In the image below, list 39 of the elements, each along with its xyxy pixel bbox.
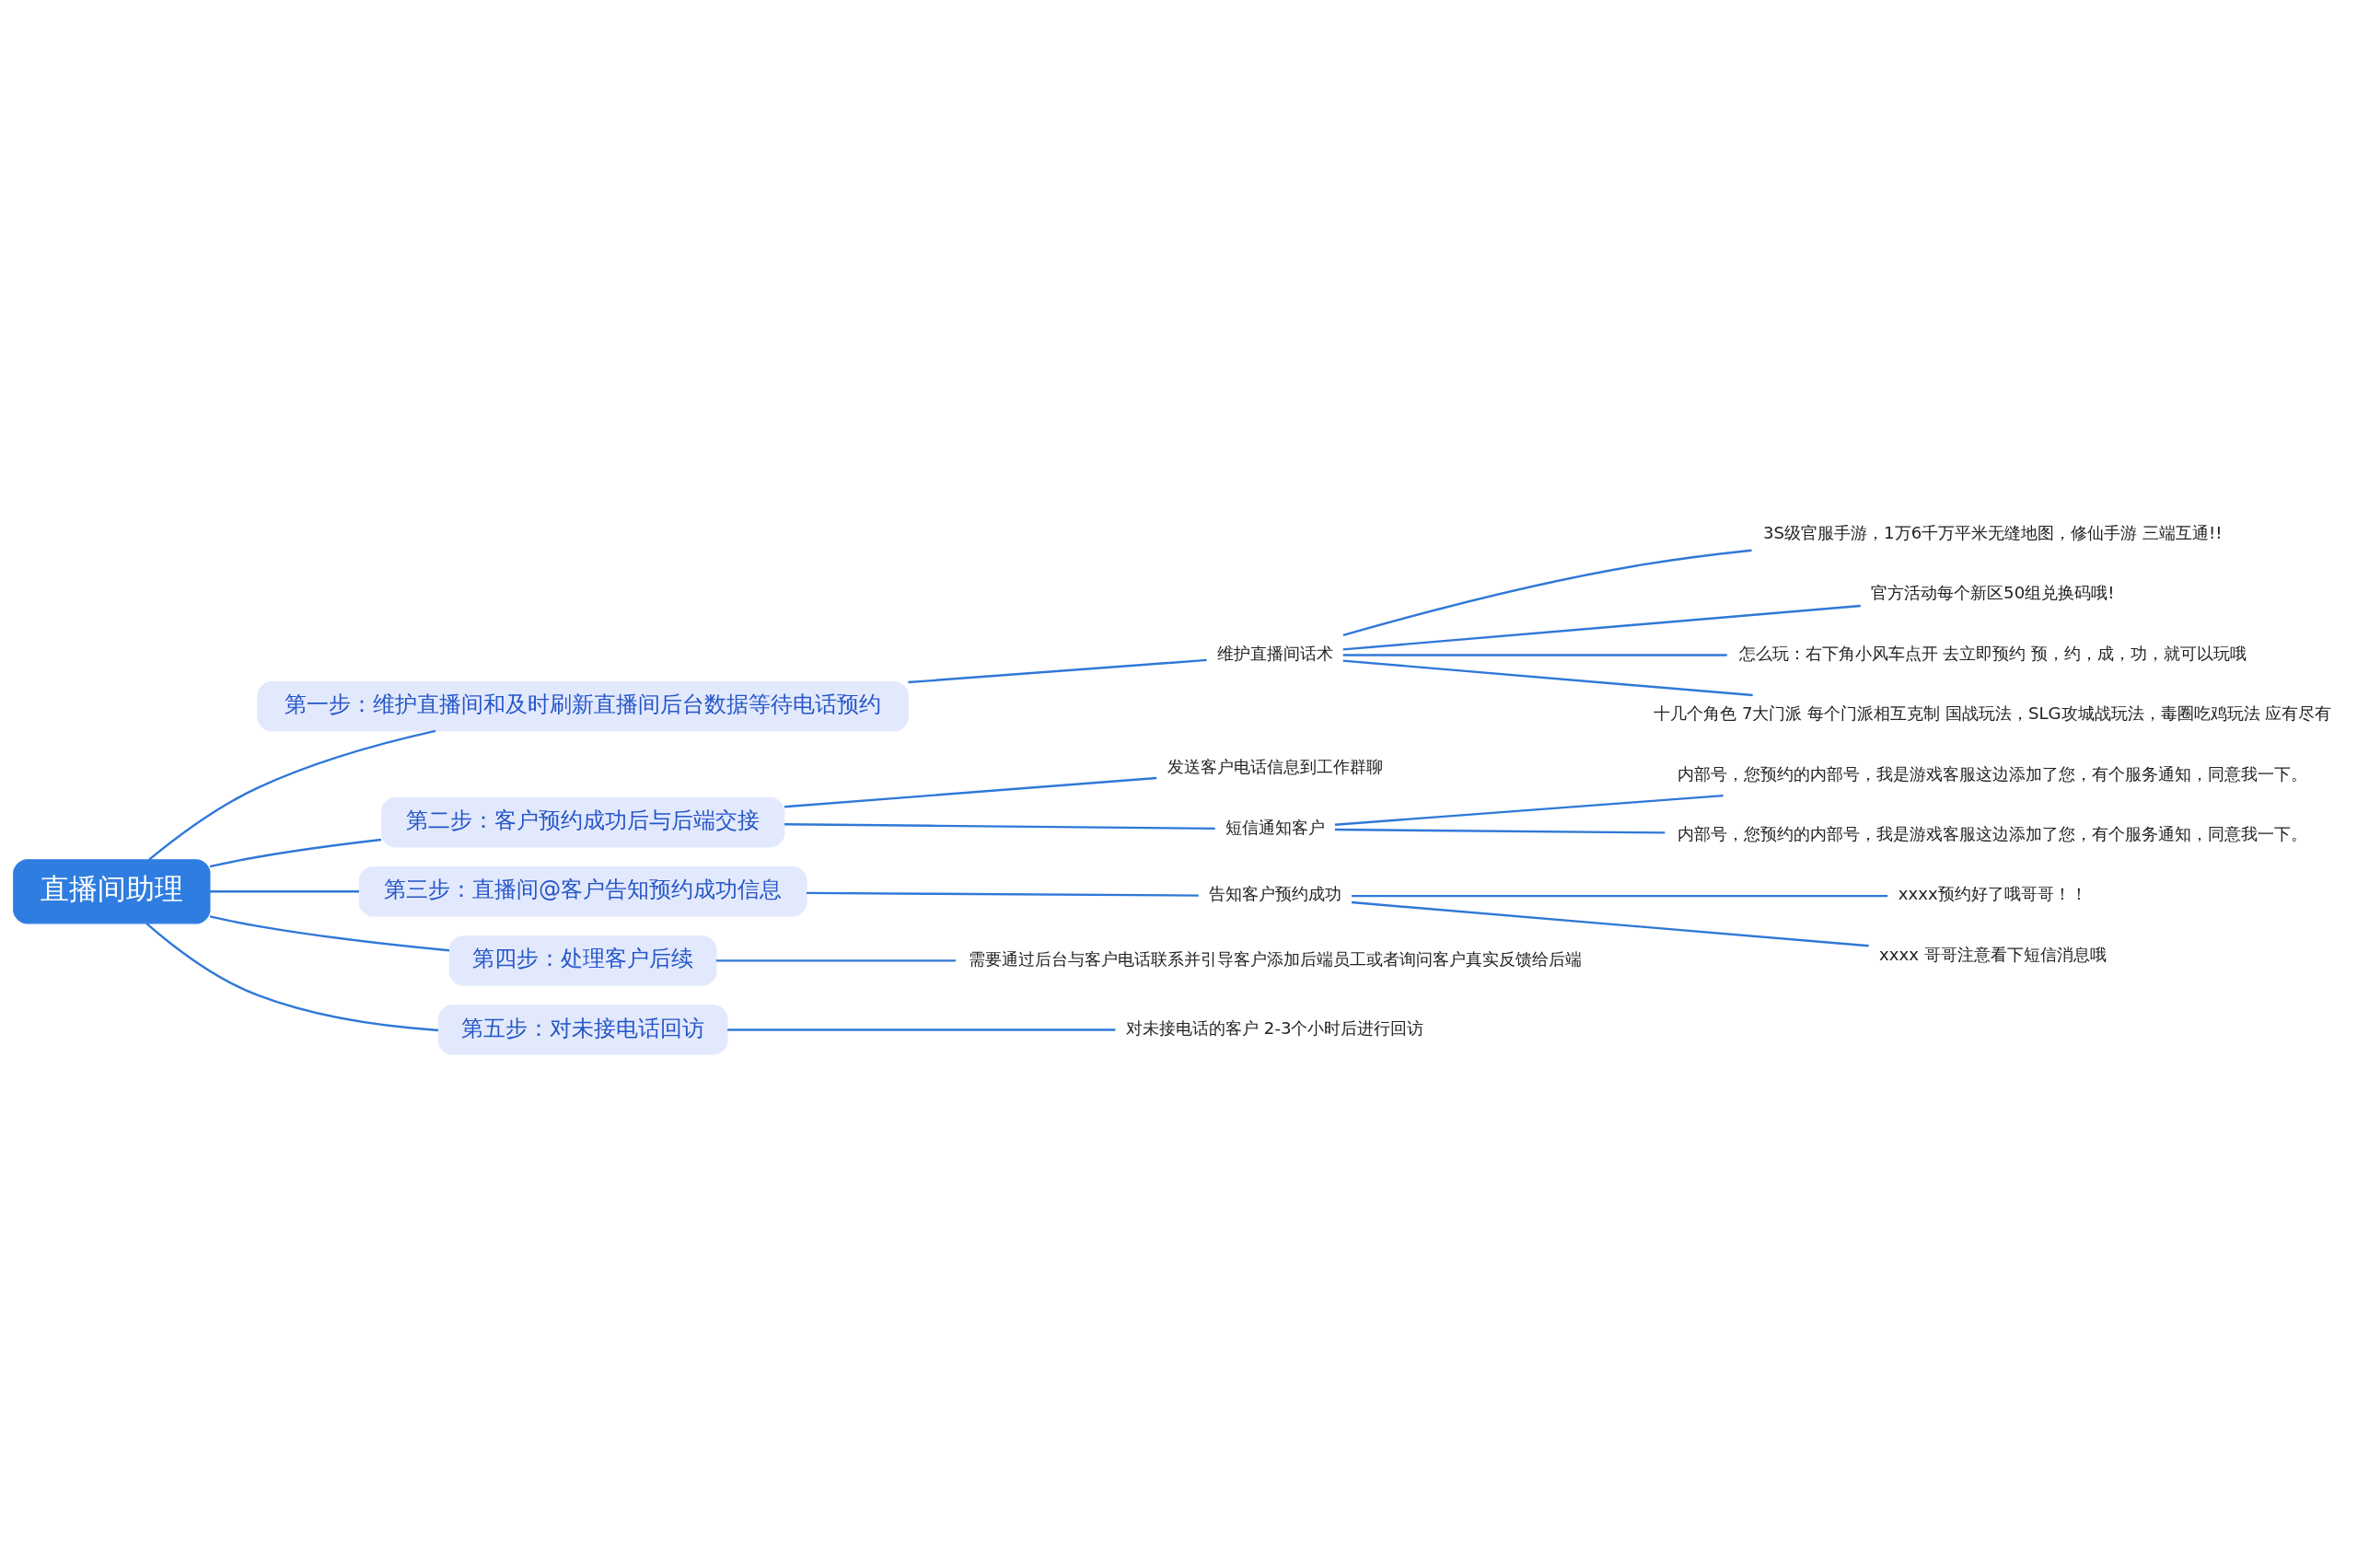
node-box: 直播间助理 <box>13 858 211 923</box>
node-box: 第二步：客户预约成功后与后端交接 <box>380 796 785 847</box>
connector <box>209 838 382 867</box>
connector <box>145 922 438 1031</box>
node-text: 短信通知客户 <box>1225 817 1325 837</box>
node-text: 需要通过后台与客户电话联系并引导客户添加后端员工或者询问客户真实反馈给后端 <box>968 948 1582 969</box>
connector <box>1334 828 1666 834</box>
connector <box>210 889 359 892</box>
connector <box>1334 794 1724 826</box>
connector <box>1342 604 1861 651</box>
connector <box>209 914 450 951</box>
node-box: 第一步：维护直播间和及时刷新直播间后台数据等待电话预约 <box>257 680 909 731</box>
node-text: 对未接电话的客户 2-3个小时后进行回访 <box>1126 1017 1424 1038</box>
connector <box>1342 658 1753 696</box>
connector <box>1342 653 1727 656</box>
connector <box>908 658 1207 683</box>
node-text: 怎么玩：右下角小风车点开 去立即预约 预，约，成，功，就可以玩哦 <box>1738 643 2247 663</box>
node-text: xxxx 哥哥注意看下短信消息哦 <box>1878 944 2107 964</box>
connector <box>715 958 957 962</box>
connector <box>784 822 1215 830</box>
node-text: 十几个角色 7大门派 每个门派相互克制 国战玩法，SLG攻城战玩法，毒圈吃鸡玩法 应有尽有 <box>1654 703 2332 723</box>
connector <box>1351 900 1869 947</box>
node-text: 3S级官服手游，1万6千万平米无缝地图，修仙手游 三端互通!! <box>1763 522 2223 542</box>
node-text: 维护直播间话术 <box>1216 643 1333 663</box>
connector <box>727 1028 1116 1031</box>
node-box: 第四步：处理客户后续 <box>448 935 717 986</box>
connector <box>1342 548 1752 636</box>
connector <box>784 776 1157 807</box>
connector <box>1352 894 1888 897</box>
node-text: 告知客户预约成功 <box>1208 883 1341 903</box>
node-text: 官方活动每个新区50组兑换码哦! <box>1871 582 2115 602</box>
connector <box>148 729 436 861</box>
connector <box>807 891 1199 897</box>
node-box: 第五步：对未接电话回访 <box>437 1004 728 1055</box>
node-box: 第三步：直播间@客户告知预约成功信息 <box>358 865 807 917</box>
node-text: 内部号，您预约的内部号，我是游戏客服这边添加了您，有个服务通知，同意我一下。 <box>1678 763 2308 784</box>
node-text: xxxx预约好了哦哥哥！！ <box>1898 883 2087 903</box>
node-text: 发送客户电话信息到工作群聊 <box>1167 756 1383 776</box>
node-text: 内部号，您预约的内部号，我是游戏客服这边添加了您，有个服务通知，同意我一下。 <box>1678 823 2308 843</box>
